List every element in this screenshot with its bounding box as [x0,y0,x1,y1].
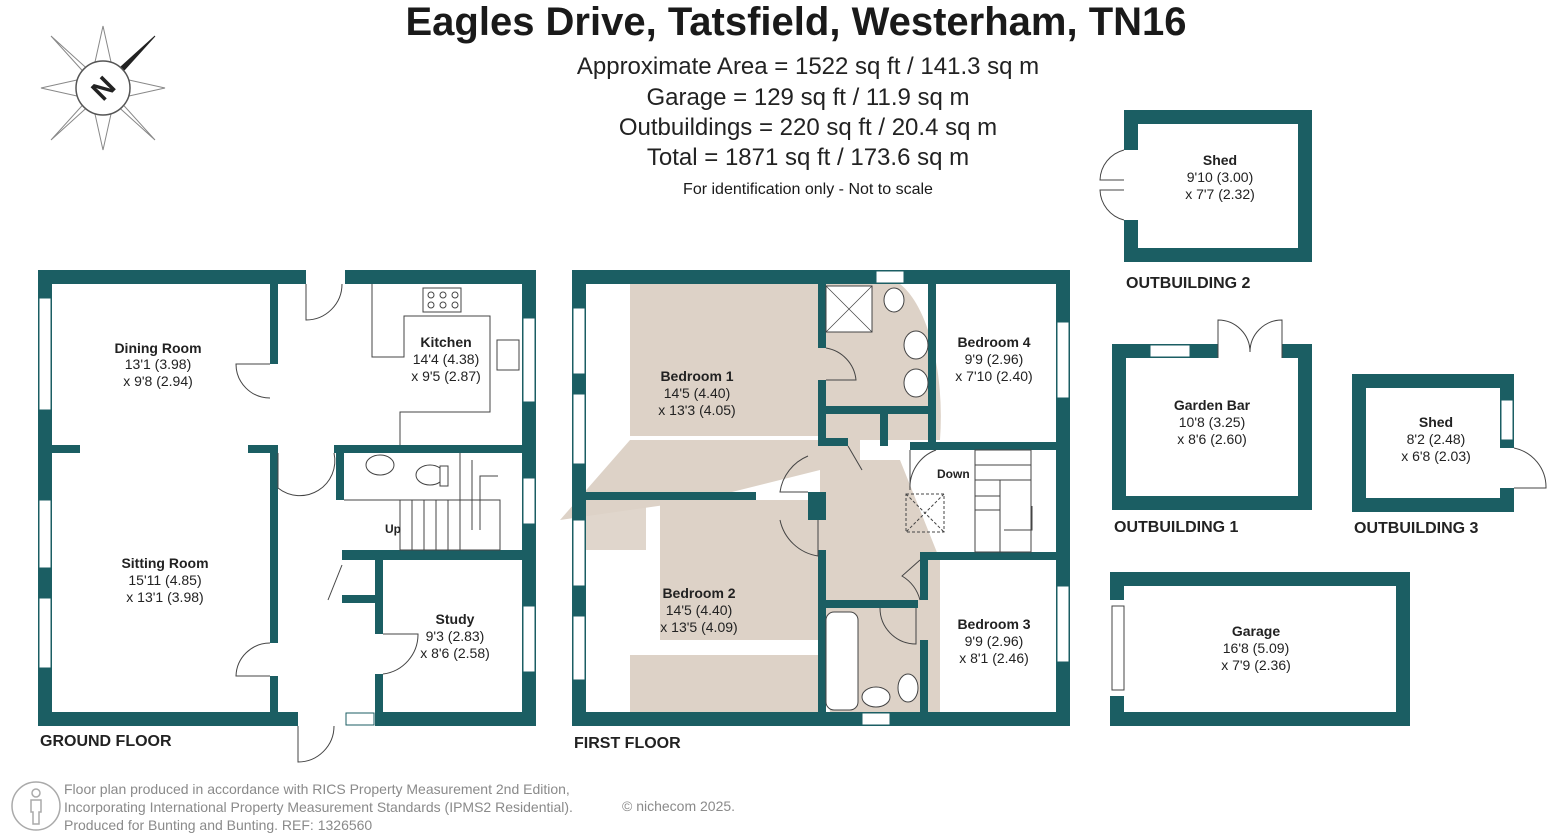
svg-text:Shed: Shed [1203,152,1237,168]
outbuilding-2-plan: Shed 9'10 (3.00) x 7'7 (2.32) [1099,110,1312,262]
area-approximate: Approximate Area = 1522 sq ft / 141.3 sq… [576,53,1040,80]
room-bedroom-4: Bedroom 4 9'9 (2.96) x 7'10 (2.40) [955,334,1032,384]
outbuilding-3-label: OUTBUILDING 3 [1354,520,1479,537]
svg-text:14'5 (4.40): 14'5 (4.40) [666,602,733,618]
svg-text:x 9'8 (2.94): x 9'8 (2.94) [123,373,193,389]
svg-text:x 13'1 (3.98): x 13'1 (3.98) [126,589,203,605]
ground-stairs-label: Up [385,522,401,536]
svg-text:Shed: Shed [1419,414,1453,430]
copyright-notice: © nichecom 2025. [622,798,736,814]
svg-text:Sitting Room: Sitting Room [121,555,208,571]
first-floor-plan [560,270,1070,726]
svg-text:x 7'9 (2.36): x 7'9 (2.36) [1221,657,1291,673]
svg-text:x 13'3 (4.05): x 13'3 (4.05) [658,402,735,418]
svg-text:x 7'10 (2.40): x 7'10 (2.40) [955,368,1032,384]
svg-text:16'8 (5.09): 16'8 (5.09) [1223,640,1290,656]
area-outbuildings: Outbuildings = 220 sq ft / 20.4 sq m [618,114,998,141]
ground-floor-label: GROUND FLOOR [40,733,172,750]
room-sitting-room: Sitting Room 15'11 (4.85) x 13'1 (3.98) [121,555,208,605]
svg-text:Bedroom 2: Bedroom 2 [662,585,735,601]
footer-line-1: Floor plan produced in accordance with R… [64,781,570,797]
room-bedroom-1: Bedroom 1 14'5 (4.40) x 13'3 (4.05) [658,368,735,418]
svg-text:Garden Bar: Garden Bar [1174,397,1251,413]
footer-text: Floor plan produced in accordance with R… [64,780,573,834]
svg-text:Garage: Garage [1232,623,1280,639]
svg-text:Bedroom 4: Bedroom 4 [957,334,1030,350]
svg-text:15'11 (4.85): 15'11 (4.85) [128,572,201,588]
compass-north-icon: N [40,25,166,151]
svg-text:10'8 (3.25): 10'8 (3.25) [1179,414,1246,430]
svg-text:x 8'6 (2.58): x 8'6 (2.58) [420,645,490,661]
footer-line-3: Produced for Bunting and Bunting. REF: 1… [64,817,373,833]
svg-text:Bedroom 3: Bedroom 3 [957,616,1030,632]
svg-text:Dining Room: Dining Room [114,340,201,356]
first-floor-label: FIRST FLOOR [574,735,681,752]
room-bedroom-3: Bedroom 3 9'9 (2.96) x 8'1 (2.46) [957,616,1030,666]
svg-text:14'4 (4.38): 14'4 (4.38) [413,351,480,367]
outbuilding-2-label: OUTBUILDING 2 [1126,275,1251,292]
svg-text:Kitchen: Kitchen [420,334,471,350]
svg-text:13'1 (3.98): 13'1 (3.98) [125,356,192,372]
svg-text:x 6'8 (2.03): x 6'8 (2.03) [1401,448,1471,464]
outbuilding-1-label: OUTBUILDING 1 [1114,519,1239,536]
area-total: Total = 1871 sq ft / 173.6 sq m [646,144,970,171]
svg-text:9'10 (3.00): 9'10 (3.00) [1187,169,1254,185]
svg-text:x 9'5 (2.87): x 9'5 (2.87) [411,368,481,384]
svg-text:9'3 (2.83): 9'3 (2.83) [426,628,485,644]
area-garage: Garage = 129 sq ft / 11.9 sq m [646,84,970,111]
room-study: Study 9'3 (2.83) x 8'6 (2.58) [420,611,490,661]
room-bedroom-2: Bedroom 2 14'5 (4.40) x 13'5 (4.09) [660,585,737,635]
outbuilding-1-plan: Garden Bar 10'8 (3.25) x 8'6 (2.60) [1112,319,1312,510]
svg-text:x 7'7 (2.32): x 7'7 (2.32) [1185,186,1255,202]
svg-text:x 13'5 (4.09): x 13'5 (4.09) [660,619,737,635]
svg-text:14'5 (4.40): 14'5 (4.40) [664,385,731,401]
svg-text:x 8'6 (2.60): x 8'6 (2.60) [1177,431,1247,447]
svg-text:x 8'1 (2.46): x 8'1 (2.46) [959,650,1029,666]
footer-line-2: Incorporating International Property Mea… [64,799,573,815]
identification-note: For identification only - Not to scale [683,181,933,198]
outbuilding-3-plan: Shed 8'2 (2.48) x 6'8 (2.03) [1352,374,1547,512]
plan-title: Eagles Drive, Tatsfield, Westerham, TN16 [405,0,1187,44]
svg-text:9'9 (2.96): 9'9 (2.96) [965,633,1024,649]
room-dining-room: Dining Room 13'1 (3.98) x 9'8 (2.94) [114,340,201,389]
svg-text:8'2 (2.48): 8'2 (2.48) [1407,431,1466,447]
ground-floor-plan [38,270,536,763]
person-info-icon [11,781,61,831]
svg-text:Bedroom 1: Bedroom 1 [660,368,733,384]
first-stairs-label: Down [937,467,970,481]
garage-plan: Garage 16'8 (5.09) x 7'9 (2.36) [1110,572,1410,726]
svg-text:9'9 (2.96): 9'9 (2.96) [965,351,1024,367]
room-kitchen: Kitchen 14'4 (4.38) x 9'5 (2.87) [411,334,481,384]
svg-text:Study: Study [436,611,475,627]
